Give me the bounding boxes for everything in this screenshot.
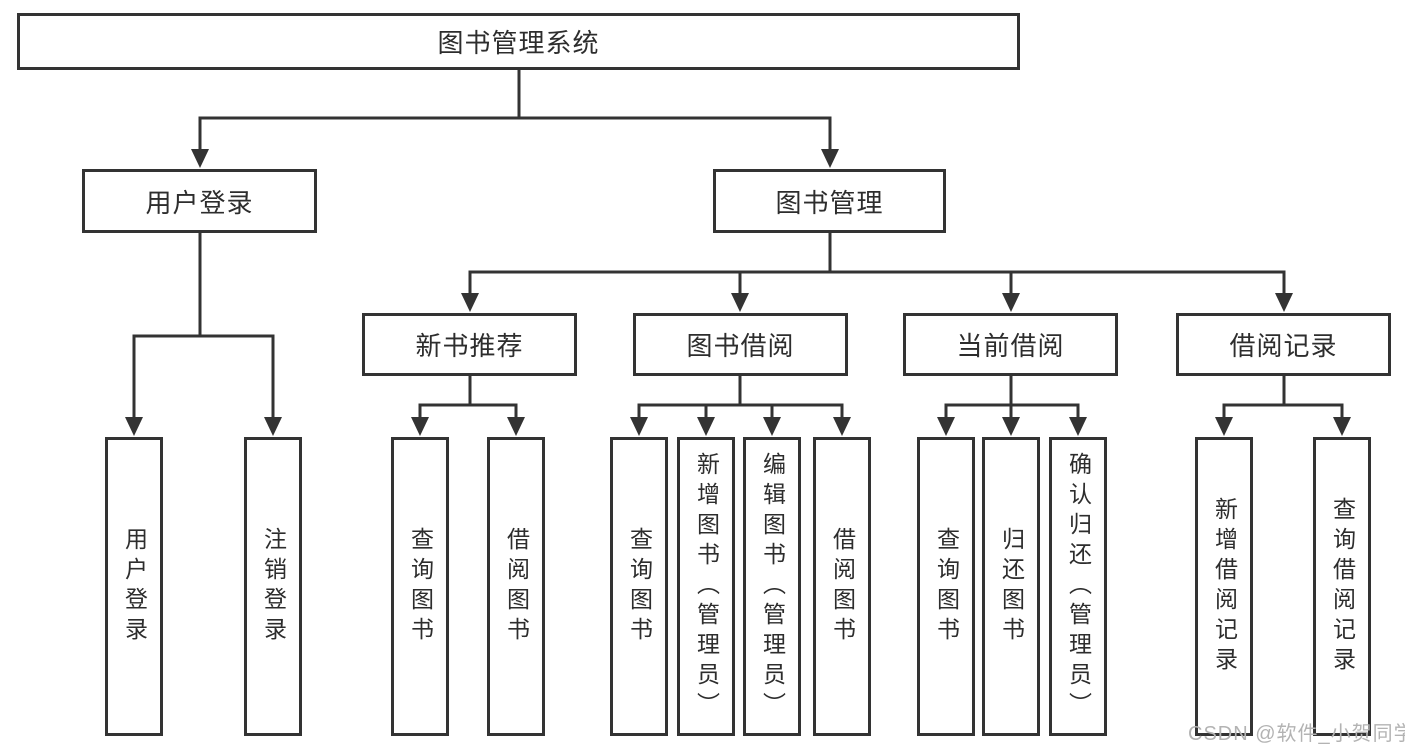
node-label: 查询图书 — [626, 526, 653, 647]
node-add-book-admin: 新增图书（管理员） — [677, 437, 735, 736]
node-label: 编辑图书（管理员） — [759, 451, 786, 722]
node-label: 新增图书（管理员） — [693, 451, 720, 722]
node-label: 图书借阅 — [686, 331, 795, 361]
node-label: 确认归还（管理员） — [1065, 451, 1092, 722]
node-label: 借阅图书 — [503, 526, 530, 647]
node-current-borrowing: 当前借阅 — [903, 313, 1118, 376]
node-label: 借阅记录 — [1229, 331, 1338, 361]
node-library-management-system: 图书管理系统 — [17, 13, 1020, 70]
node-user-login-leaf: 用户登录 — [105, 437, 163, 736]
node-label: 用户登录 — [145, 187, 254, 218]
node-query-books-borrowing: 查询图书 — [610, 437, 668, 736]
node-query-books-current: 查询图书 — [917, 437, 975, 736]
watermark: CSDN @软件_小贺同学 — [1188, 723, 1405, 745]
node-label: 查询图书 — [407, 526, 434, 647]
node-add-borrow-record: 新增借阅记录 — [1195, 437, 1253, 736]
node-confirm-return-admin: 确认归还（管理员） — [1049, 437, 1107, 736]
node-label: 图书管理系统 — [437, 28, 600, 58]
node-query-borrow-record: 查询借阅记录 — [1313, 437, 1371, 736]
node-label: 注销登录 — [260, 526, 287, 647]
node-label: 查询借阅记录 — [1329, 496, 1356, 677]
node-edit-book-admin: 编辑图书（管理员） — [743, 437, 801, 736]
node-logout: 注销登录 — [244, 437, 302, 736]
node-label: 查询图书 — [933, 526, 960, 647]
node-borrowing-records: 借阅记录 — [1176, 313, 1391, 376]
node-label: 新增借阅记录 — [1211, 496, 1238, 677]
node-borrow-books-recommend: 借阅图书 — [487, 437, 545, 736]
node-return-book: 归还图书 — [982, 437, 1040, 736]
node-query-books-recommend: 查询图书 — [391, 437, 449, 736]
node-new-book-recommend: 新书推荐 — [362, 313, 577, 376]
node-label: 新书推荐 — [415, 331, 524, 361]
node-borrow-books-borrowing: 借阅图书 — [813, 437, 871, 736]
node-book-management: 图书管理 — [713, 169, 946, 233]
node-label: 归还图书 — [998, 526, 1025, 647]
node-label: 当前借阅 — [956, 331, 1065, 361]
node-book-borrowing: 图书借阅 — [633, 313, 848, 376]
node-label: 借阅图书 — [829, 526, 856, 647]
node-label: 用户登录 — [121, 526, 148, 647]
node-label: 图书管理 — [775, 187, 884, 218]
node-user-login: 用户登录 — [82, 169, 317, 233]
